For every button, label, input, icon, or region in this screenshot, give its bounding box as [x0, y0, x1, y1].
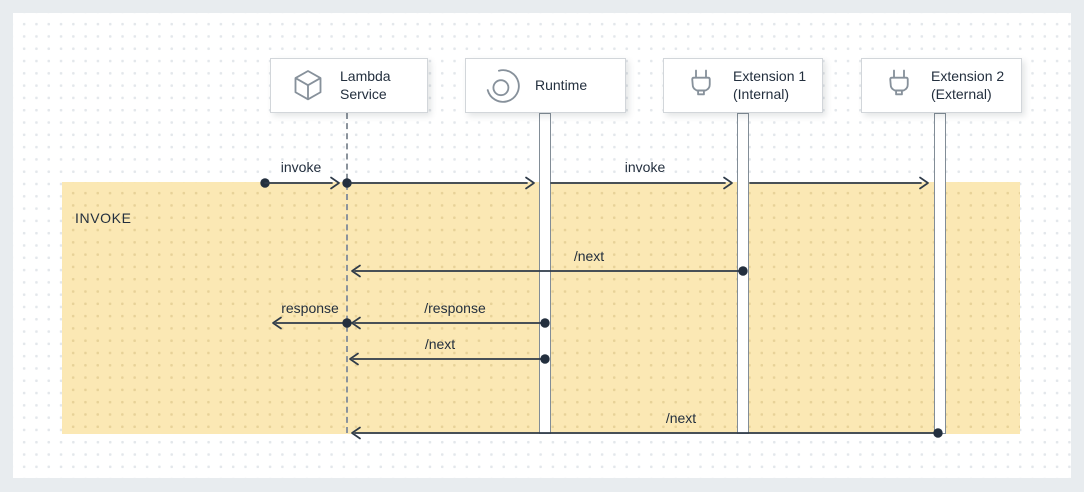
arrow-invoke-extension1-to-extension2	[749, 176, 929, 190]
participant-label: Runtime	[535, 76, 588, 93]
participant-label: Lambda Service	[340, 68, 391, 102]
arrow-invoke-runtime-to-extension1	[550, 176, 733, 190]
arrow-next-extension1-to-lambda	[351, 264, 748, 278]
arrow-next-extension2-to-lambda	[351, 426, 943, 440]
participant-label: Extension 2 (External)	[931, 68, 1005, 102]
arrow-invoke-lambda-to-runtime	[349, 176, 535, 190]
plug-icon	[879, 66, 919, 106]
participant-extension-1: Extension 1 (Internal)	[663, 58, 823, 113]
message-label-response: response	[281, 300, 339, 316]
participant-extension-2: Extension 2 (External)	[861, 58, 1022, 113]
participant-runtime: Runtime	[465, 58, 626, 113]
arrow-response-runtime-to-lambda	[351, 316, 550, 330]
message-label-next-ext1: /next	[573, 248, 605, 264]
message-label-next-ext2: /next	[665, 410, 697, 426]
participant-label: Extension 1 (Internal)	[733, 68, 807, 102]
message-label-invoke-2: invoke	[624, 159, 666, 175]
phase-label: INVOKE	[75, 210, 132, 226]
message-label-invoke-1: invoke	[280, 159, 322, 175]
lambda-service-lifeline	[346, 113, 348, 433]
plug-icon	[681, 66, 721, 106]
arrow-next-runtime-to-lambda	[349, 352, 550, 366]
cube-icon	[288, 66, 328, 106]
arrow-invoke-caller-to-lambda	[260, 176, 352, 190]
message-label-slash-response: /response	[424, 300, 486, 316]
message-label-next-runtime: /next	[424, 336, 456, 352]
arrow-response-lambda-to-caller	[272, 316, 352, 330]
swirl-icon	[483, 66, 523, 106]
participant-lambda-service: Lambda Service	[270, 58, 428, 113]
